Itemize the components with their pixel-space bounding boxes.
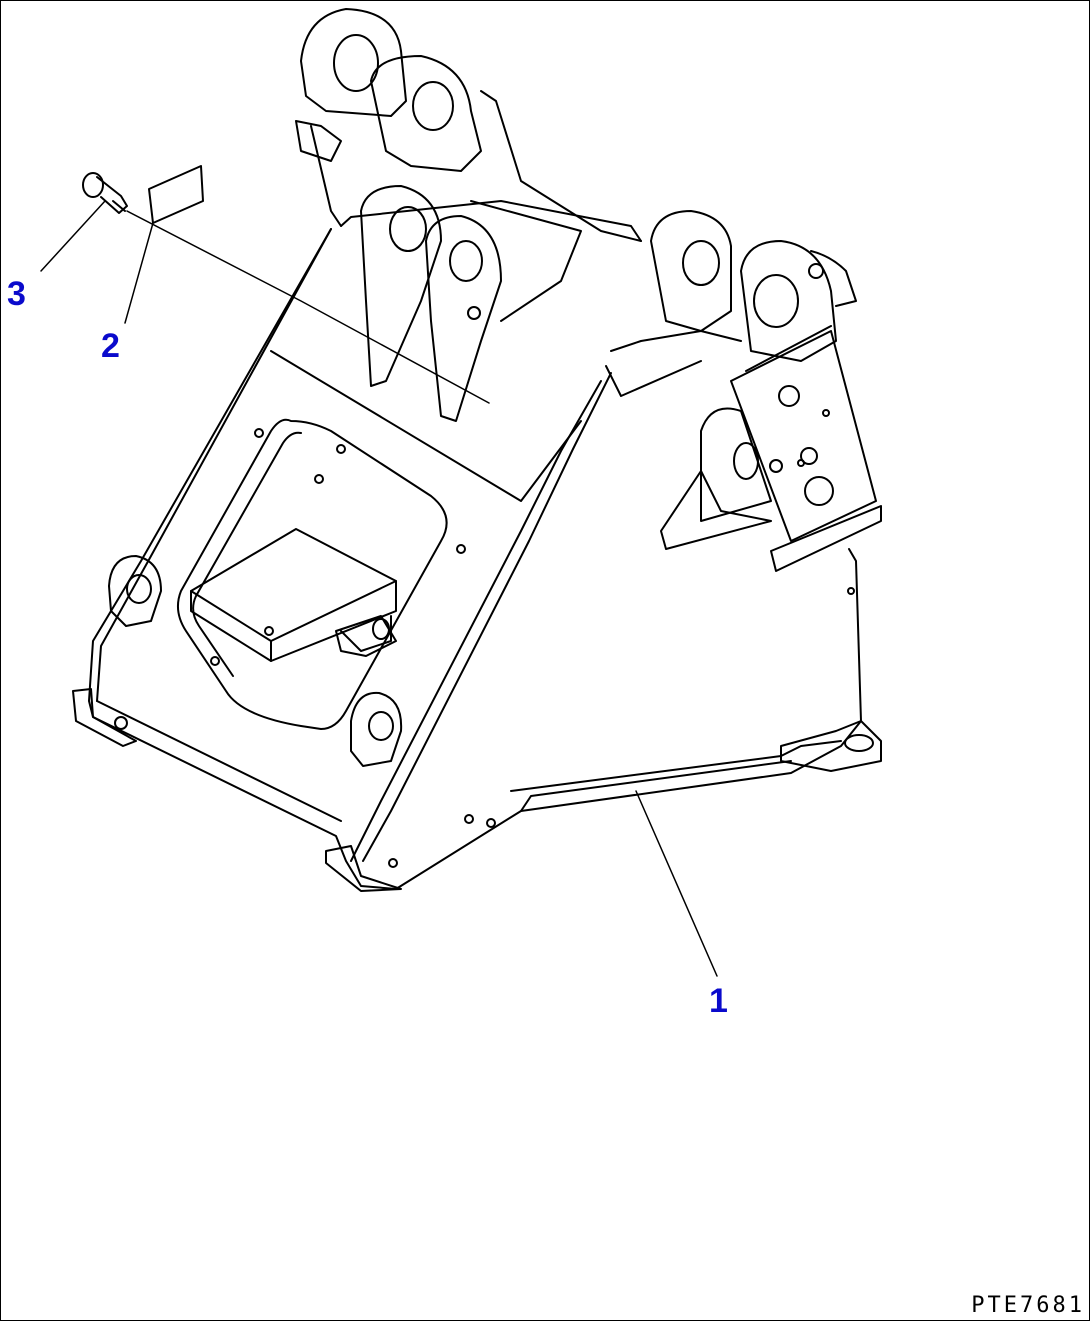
inner-plate xyxy=(190,528,397,662)
frame-opening xyxy=(176,418,448,730)
leader-lines xyxy=(40,200,718,977)
plate-part xyxy=(148,165,204,224)
mount-feet xyxy=(72,688,882,892)
right-bracket-plate xyxy=(660,325,882,572)
frame-body xyxy=(88,200,862,890)
side-pin-bosses xyxy=(108,555,403,767)
bolt-part xyxy=(82,172,128,214)
callout-part-1: 1 xyxy=(709,982,728,1020)
center-lugs xyxy=(360,185,582,422)
left-boom-mounts xyxy=(295,8,642,242)
callout-part-3: 3 xyxy=(7,275,26,313)
callout-part-2: 2 xyxy=(101,327,120,365)
bolt-holes xyxy=(210,409,855,868)
right-boom-mounts xyxy=(605,210,857,397)
drawing-code-label: PTE7681 xyxy=(971,1293,1085,1318)
assembly-guide-line xyxy=(126,210,490,404)
